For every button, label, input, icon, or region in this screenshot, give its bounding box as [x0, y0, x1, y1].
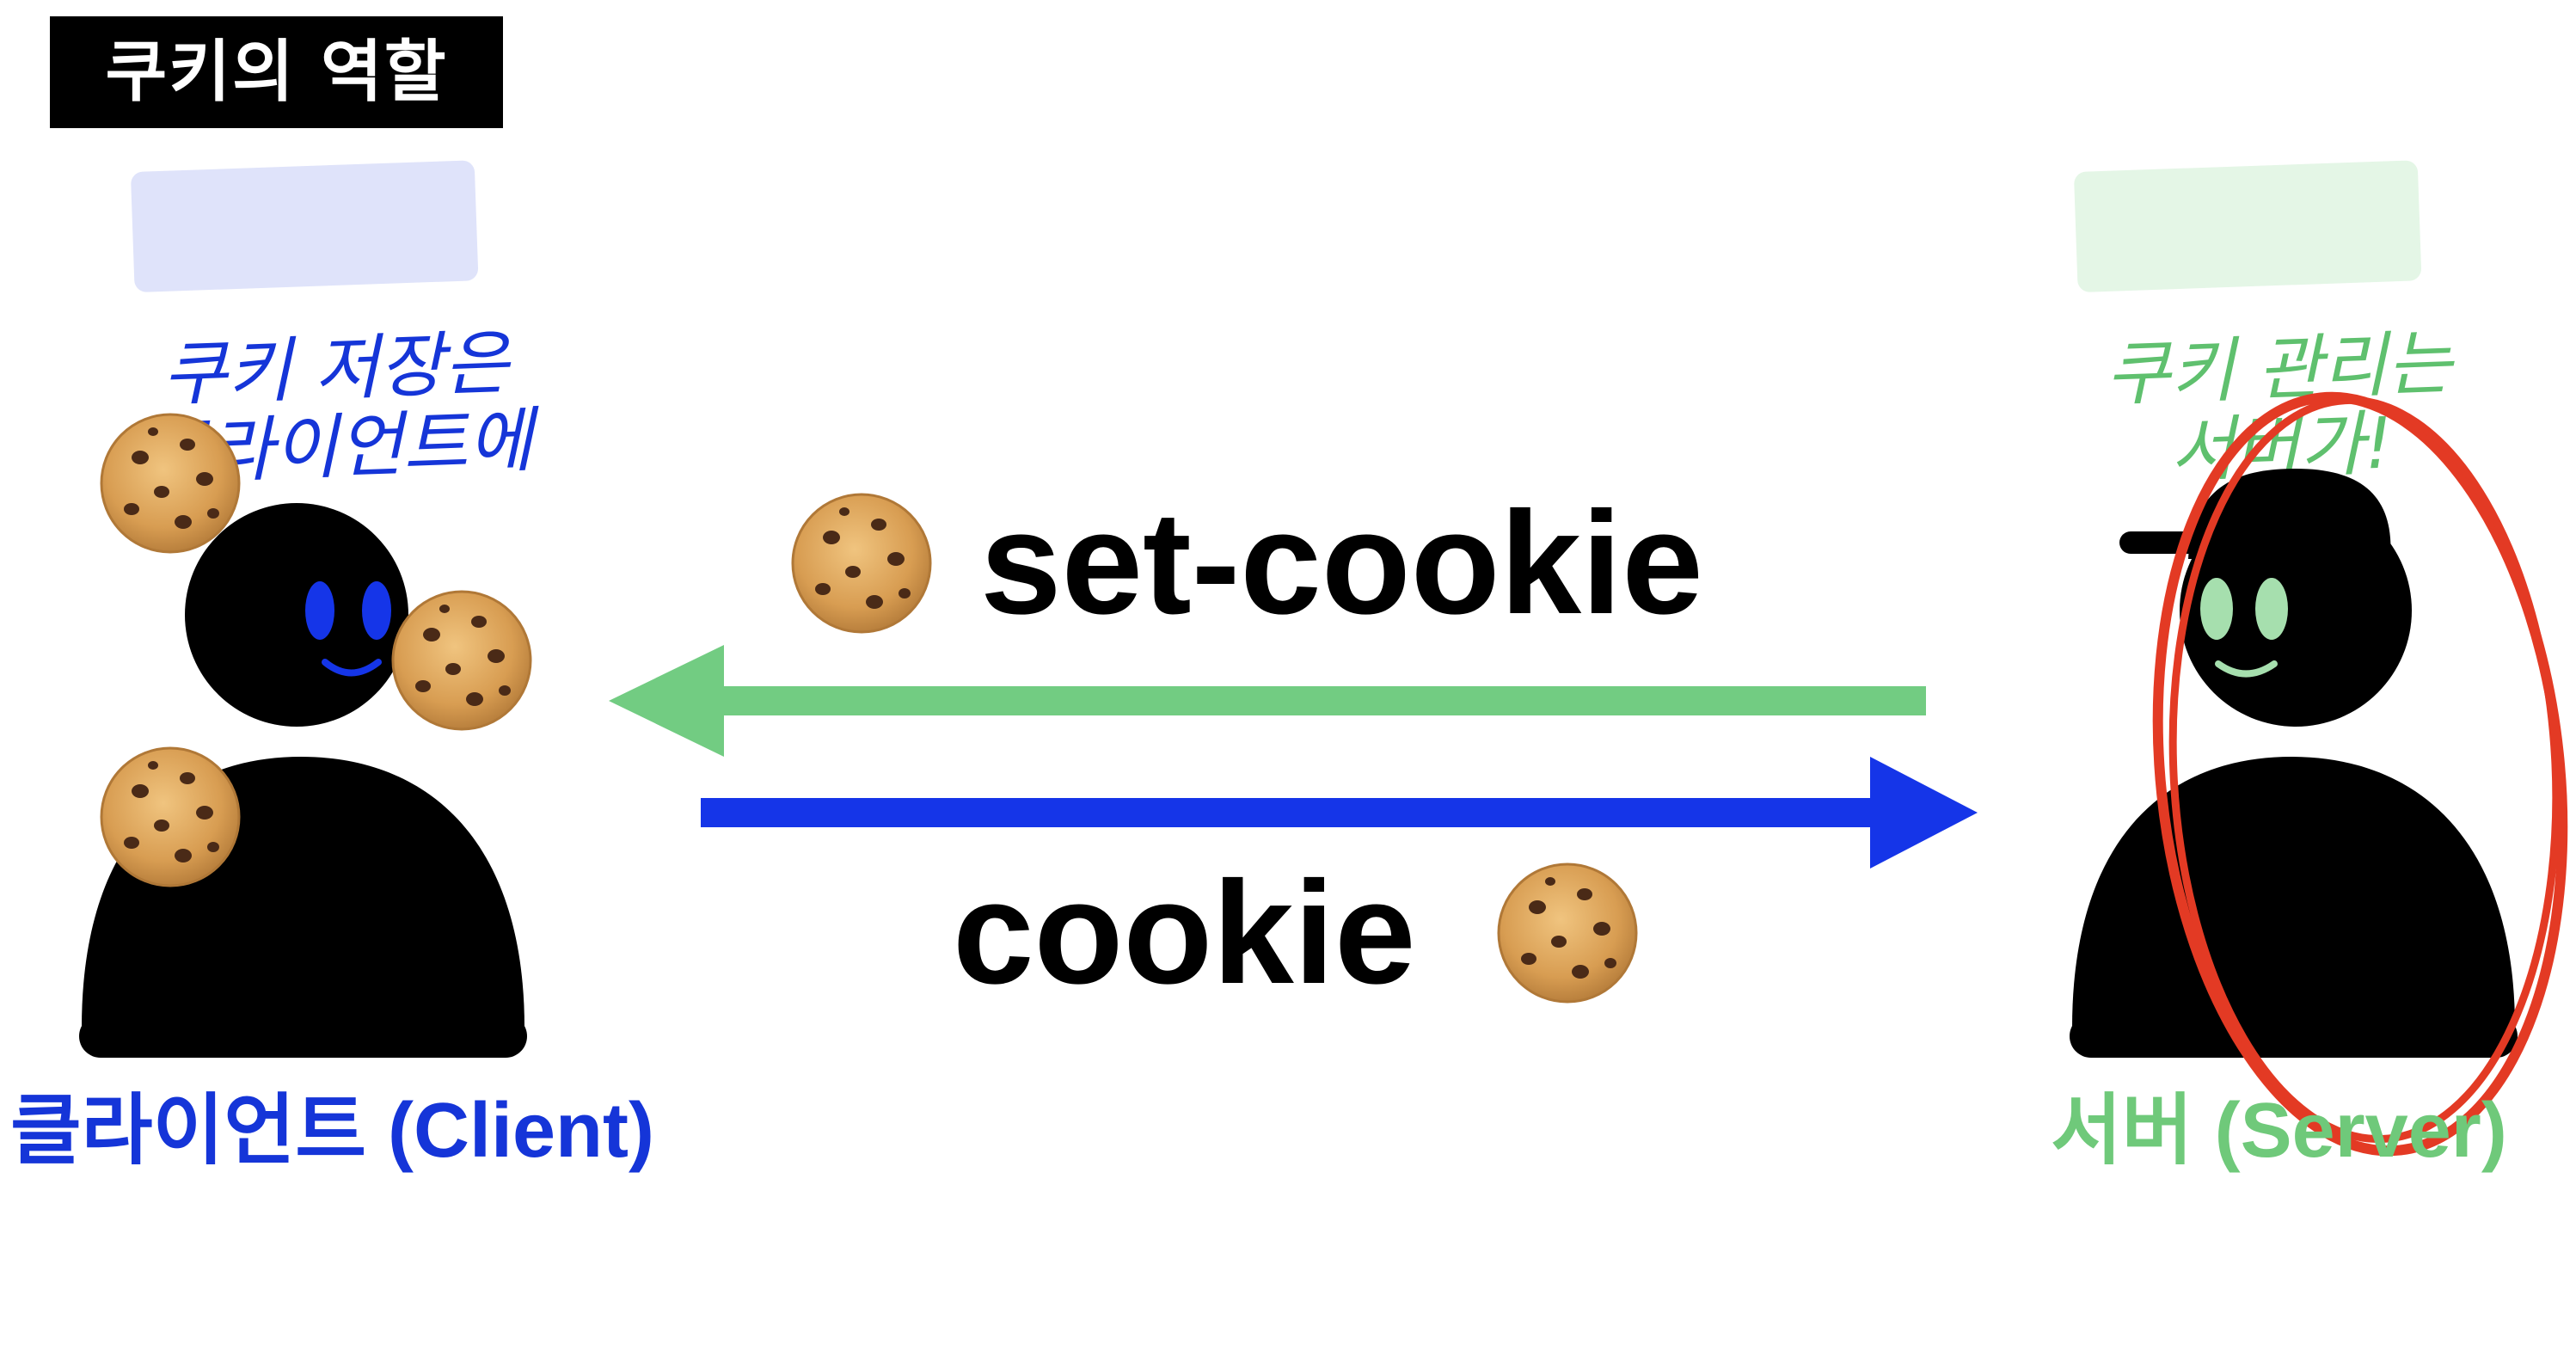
cookie-icon	[100, 746, 241, 887]
cookie-label: cookie	[953, 851, 1416, 1015]
server-label: 서버 (Server)	[2051, 1088, 2507, 1174]
client-label: 클라이언트 (Client)	[10, 1088, 654, 1174]
cookie-icon	[100, 413, 241, 554]
red-circle-highlight	[2152, 391, 2568, 1157]
left-arrow	[609, 645, 1926, 757]
page-title: 쿠키의 역할	[50, 16, 503, 128]
person-server-icon	[2070, 469, 2518, 1058]
set-cookie-label: set-cookie	[980, 482, 1703, 645]
cookie-icon	[1497, 863, 1638, 1004]
cookie-icon	[791, 493, 932, 634]
cookie-icon	[391, 590, 532, 731]
right-arrow	[701, 757, 1978, 869]
